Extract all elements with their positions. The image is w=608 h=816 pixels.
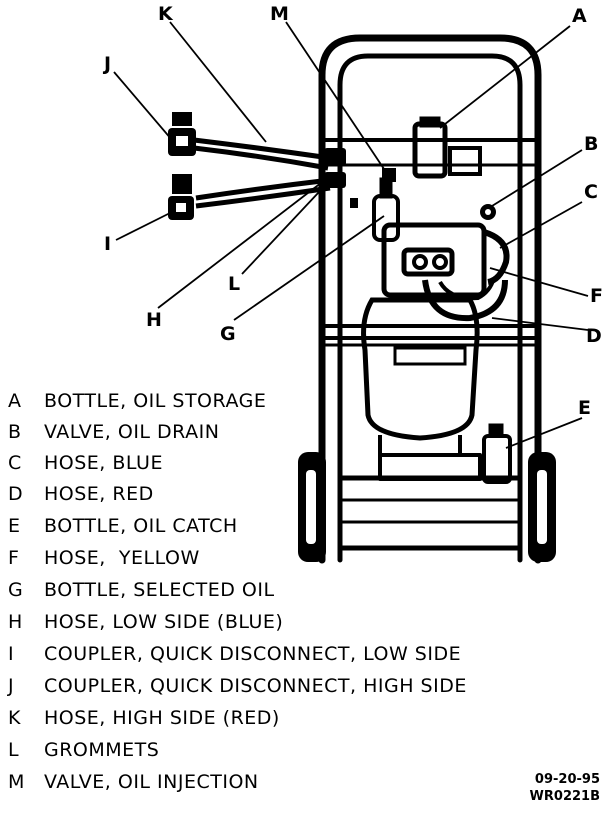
cart-shelf [320, 324, 540, 340]
legend-text: HOSE, BLUE [44, 452, 163, 474]
legend-letter: M [8, 771, 25, 793]
legend-letter: J [8, 675, 15, 697]
legend-letter: D [8, 483, 24, 505]
callout-a: A [572, 5, 587, 27]
leader-d [491, 317, 589, 331]
leader-f [489, 267, 589, 297]
legend-letter: F [8, 547, 20, 569]
leader-j [113, 71, 173, 141]
legend-letter: C [8, 452, 22, 474]
callout-b: B [584, 133, 598, 155]
callout-d: D [586, 325, 602, 347]
legend-text: HOSE, YELLOW [44, 547, 200, 569]
leader-g [233, 215, 385, 321]
callout-f: F [590, 285, 603, 307]
legend-letter: I [8, 643, 15, 665]
leader-a [439, 25, 571, 129]
legend-letter: G [8, 579, 24, 601]
legend-letter: A [8, 390, 22, 412]
legend-text: GROMMETS [44, 739, 160, 761]
cart-base [337, 475, 523, 551]
figure-code: WR0221B [529, 789, 600, 804]
cart-frame-outer [318, 34, 542, 564]
callout-l: L [228, 273, 240, 295]
legend-letter: E [8, 515, 21, 537]
leader-l [241, 175, 335, 275]
legend-text: HOSE, RED [44, 483, 154, 505]
callout-j: J [102, 53, 111, 75]
legend-letter: H [8, 611, 23, 633]
coupler-low-side [168, 174, 194, 220]
figure-date: 09-20-95 [534, 772, 600, 787]
oil-catch-bottle [482, 434, 512, 484]
legend-text: BOTTLE, OIL CATCH [44, 515, 238, 537]
legend-text: VALVE, OIL INJECTION [44, 771, 259, 793]
leader-k [169, 21, 267, 143]
callout-k: K [158, 3, 174, 25]
cart-frame-inner [337, 53, 523, 563]
hose-blue-coil [483, 229, 510, 285]
leader-i [115, 211, 173, 241]
legend-letter: B [8, 421, 22, 443]
manifold-panel [381, 222, 487, 298]
callout-c: C [584, 181, 598, 203]
refrigerant-tank [361, 297, 480, 441]
legend-text: BOTTLE, SELECTED OIL [44, 579, 275, 601]
leader-b [491, 149, 583, 207]
legend-letter: L [8, 739, 20, 761]
legend-text: COUPLER, QUICK DISCONNECT, HIGH SIDE [44, 675, 467, 697]
callout-e: E [578, 397, 591, 419]
leader-c [499, 201, 583, 249]
legend-text: HOSE, LOW SIDE (BLUE) [44, 611, 284, 633]
legend-letter: K [8, 707, 21, 729]
legend-text: HOSE, HIGH SIDE (RED) [44, 707, 280, 729]
oil-storage-bottle [412, 121, 448, 179]
leader-h [157, 175, 331, 309]
legend-text: COUPLER, QUICK DISCONNECT, LOW SIDE [44, 643, 462, 665]
hose-high-side [193, 137, 331, 161]
coupler-high-side [168, 112, 196, 156]
leader-e [505, 417, 583, 449]
legend-text: VALVE, OIL DRAIN [44, 421, 220, 443]
leader-m [285, 21, 387, 173]
callout-i: I [104, 233, 111, 255]
hose-yellow [422, 279, 508, 322]
callout-m: M [270, 3, 289, 25]
callout-g: G [220, 323, 236, 345]
callout-h: H [146, 309, 162, 331]
legend-text: BOTTLE, OIL STORAGE [44, 390, 267, 412]
hose-low-side [195, 177, 331, 201]
leader-lines [113, 21, 589, 449]
